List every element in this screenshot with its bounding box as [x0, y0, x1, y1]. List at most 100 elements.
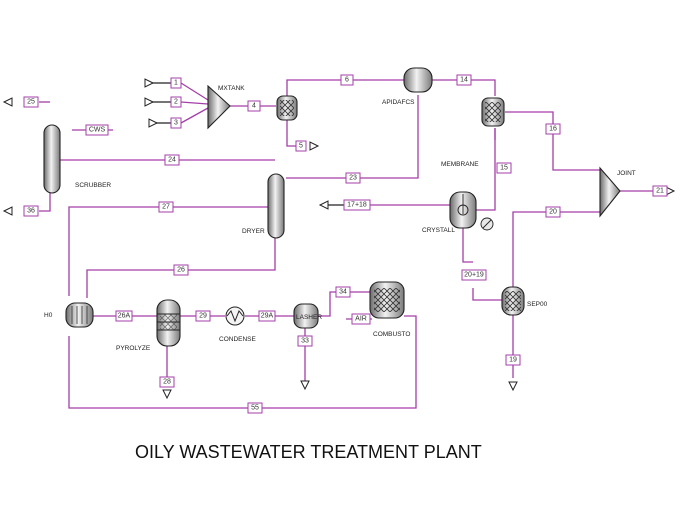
stream-tag-55: 55: [247, 402, 263, 414]
stream-tag-21: 21: [652, 185, 668, 197]
svg-text:28: 28: [163, 379, 171, 386]
crystall-label: CRYSTALL: [422, 227, 455, 234]
stream-tag-29: 29: [195, 310, 211, 322]
svg-text:24: 24: [168, 157, 176, 164]
svg-text:3: 3: [174, 120, 178, 127]
condense-label: CONDENSE: [219, 336, 257, 343]
stream-tag-2019: 20+19: [461, 269, 487, 281]
stream-tag-36: 36: [23, 205, 39, 217]
arrow-right-icon: [144, 78, 155, 88]
stream-tag-34: 34: [335, 286, 351, 298]
svg-text:29A: 29A: [261, 313, 274, 320]
stream-tag-26a: 26A: [115, 310, 133, 322]
stream-tag-23: 23: [345, 172, 361, 184]
svg-text:25: 25: [27, 99, 35, 106]
sep00-label: SEP00: [527, 301, 548, 308]
flasher-icon: [293, 303, 319, 329]
pyrolyze-icon: [156, 299, 181, 347]
stream-tag-4: 4: [247, 100, 261, 112]
svg-text:19: 19: [509, 357, 517, 364]
arrow-down-icon: [162, 389, 172, 400]
svg-text:14: 14: [460, 77, 468, 84]
pyrolyze-label: PYROLYZE: [116, 345, 151, 352]
dryer-icon: [267, 173, 285, 239]
svg-text:6: 6: [345, 77, 349, 84]
arrow-down-icon: [508, 381, 518, 392]
svg-text:15: 15: [500, 165, 508, 172]
svg-text:21: 21: [656, 188, 664, 195]
stream-tag-6: 6: [340, 74, 354, 86]
stream-tag-33: 33: [297, 335, 313, 347]
scrubber-label: SCRUBBER: [75, 182, 111, 189]
svg-text:23: 23: [349, 175, 357, 182]
stream-tag-19: 19: [505, 354, 521, 366]
svg-text:26A: 26A: [118, 313, 131, 320]
stream-tag-3: 3: [170, 117, 182, 129]
stream-lines: [39, 79, 660, 409]
stream-tag-25: 25: [23, 96, 39, 108]
stream-tag-26: 26: [173, 264, 189, 276]
stream-tag-1: 1: [170, 77, 182, 89]
svg-text:16: 16: [549, 126, 557, 133]
svg-text:4: 4: [252, 103, 256, 110]
diagram-title: OILY WASTEWATER TREATMENT PLANT: [135, 442, 482, 462]
arrow-right-icon: [309, 141, 320, 151]
svg-text:26: 26: [177, 267, 185, 274]
arrow-right-icon: [148, 118, 159, 128]
svg-text:17+18: 17+18: [347, 202, 367, 209]
svg-text:20+19: 20+19: [464, 272, 484, 279]
combustor-icon: [369, 281, 405, 319]
stream-tag-16: 16: [545, 123, 561, 135]
arrow-left-icon: [318, 200, 329, 210]
combusto-label: COMBUSTO: [373, 331, 410, 338]
joint-label: JOINT: [617, 170, 636, 177]
svg-text:33: 33: [301, 338, 309, 345]
dryer-label: DRYER: [242, 228, 265, 235]
membrane-icon: [481, 97, 505, 127]
svg-text:AIR: AIR: [355, 316, 367, 323]
svg-text:2: 2: [174, 99, 178, 106]
svg-text:1: 1: [174, 80, 178, 87]
svg-text:20: 20: [549, 209, 557, 216]
svg-text:29: 29: [199, 313, 207, 320]
stream-tag-15: 15: [496, 162, 512, 174]
svg-text:5: 5: [299, 143, 303, 150]
condenser-icon: [225, 306, 245, 326]
stream-tag-2: 2: [170, 96, 182, 108]
stream-tag-5: 5: [295, 140, 307, 152]
stream-labels: 1 2 3 4 5 6 14 15 16 21 20 23 24 25 CWS …: [23, 74, 668, 414]
svg-text:CWS: CWS: [89, 127, 106, 134]
apidafcs-label: APIDAFCS: [382, 99, 415, 106]
stream-tag-1718: 17+18: [343, 199, 371, 211]
outlet-arrows: [2, 78, 676, 400]
arrow-left-icon: [2, 97, 13, 107]
stream-tag-27: 27: [158, 201, 174, 213]
separator-icon: [276, 95, 298, 121]
stream-tag-24: 24: [164, 154, 180, 166]
arrow-left-icon: [2, 206, 13, 216]
joint-mixer-icon: [599, 166, 621, 218]
svg-text:55: 55: [251, 405, 259, 412]
svg-text:27: 27: [162, 204, 170, 211]
svg-text:36: 36: [27, 208, 35, 215]
stream-tag-29a: 29A: [258, 310, 276, 322]
mixtank-label: MXTANK: [218, 85, 245, 92]
svg-text:34: 34: [339, 289, 347, 296]
stream-tag-cws: CWS: [85, 124, 109, 136]
h0-label: H0: [44, 312, 53, 319]
stream-tag-14: 14: [456, 74, 472, 86]
scrubber-icon: [43, 124, 61, 194]
mixtank-icon: [207, 84, 231, 130]
arrow-down-icon: [300, 380, 310, 391]
stream-tag-28: 28: [159, 376, 175, 388]
membrane-label: MEMBRANE: [441, 161, 479, 168]
apidafcs-icon: [403, 67, 433, 93]
flasher-label: LASHER: [296, 314, 322, 321]
unit-labels: MXTANK APIDAFCS MEMBRANE JOINT SCRUBBER …: [44, 85, 636, 352]
stream-tag-20: 20: [545, 206, 561, 218]
crystallizer-icon: [449, 191, 494, 231]
arrow-right-icon: [144, 97, 155, 107]
sep00-icon: [501, 286, 525, 316]
stream-tag-air: AIR: [351, 313, 371, 325]
